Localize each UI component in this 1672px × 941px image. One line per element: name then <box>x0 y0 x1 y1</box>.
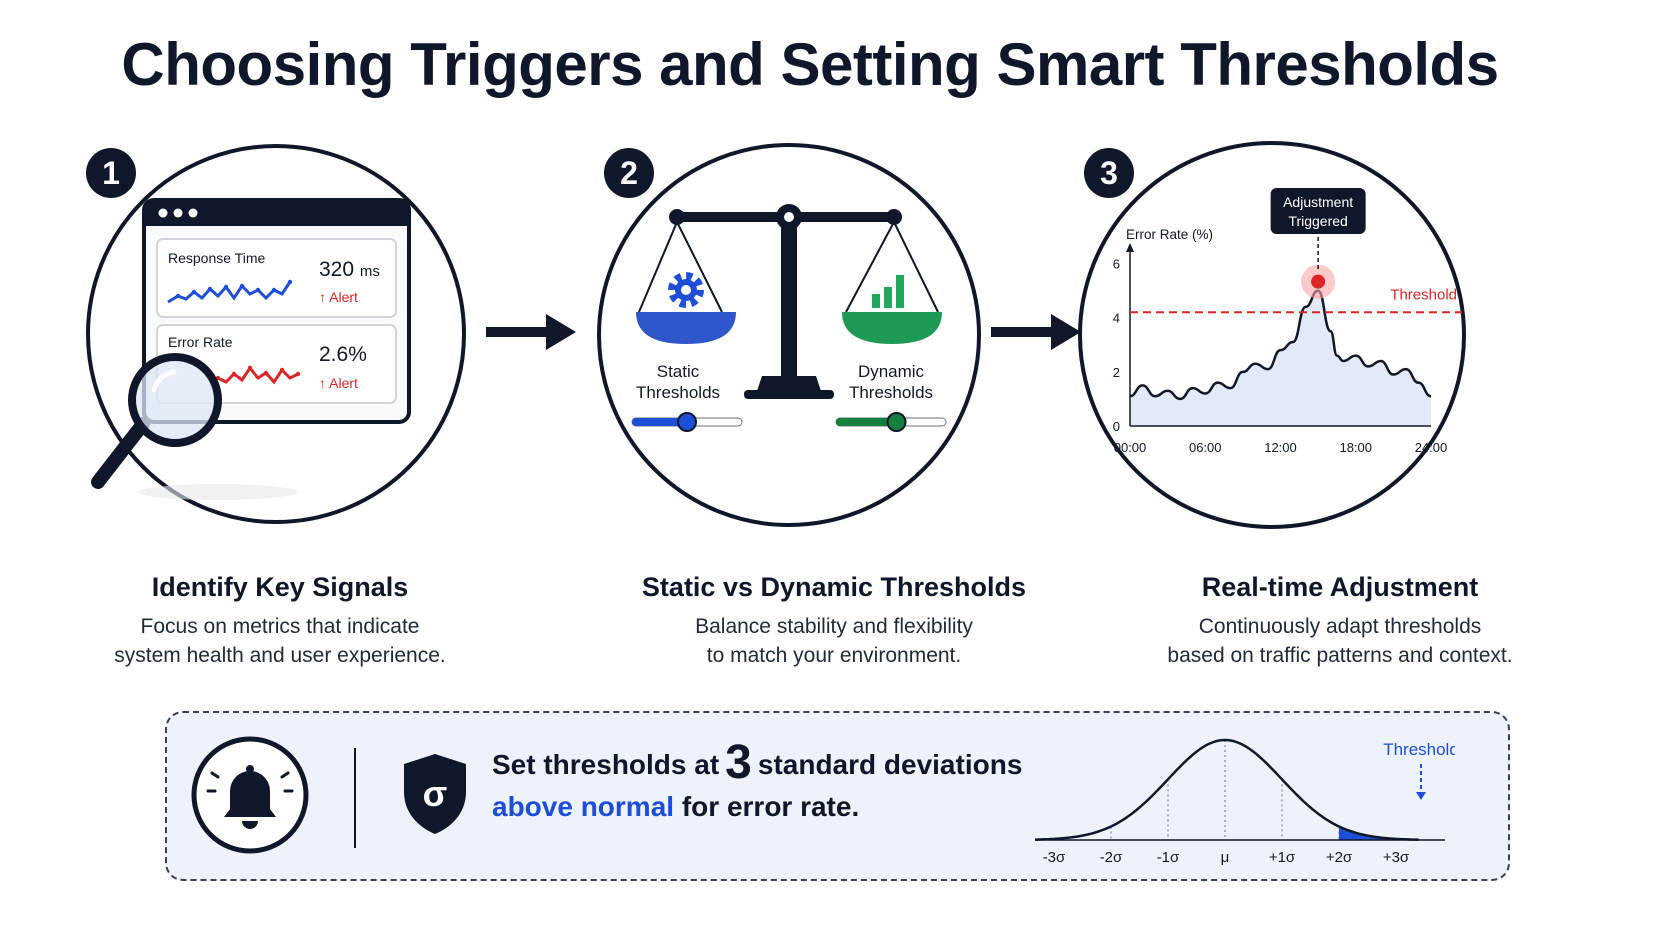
metric1-value: 320 <box>319 258 354 281</box>
sigma-tick-label: -1σ <box>1157 849 1180 866</box>
metric1-label: Response Time <box>168 250 265 266</box>
dynamic-slider <box>835 412 947 432</box>
page-title: Choosing Triggers and Setting Smart Thre… <box>121 31 1499 98</box>
static-slider <box>631 412 743 432</box>
step-1-badge: 1 <box>86 148 136 198</box>
metric2-label: Error Rate <box>168 334 233 350</box>
bell-curve <box>1035 738 1419 841</box>
adjustment-callout <box>1270 188 1366 234</box>
arrow-right-icon <box>991 314 1081 350</box>
magnifier-icon <box>91 353 222 489</box>
x-tick-label: 18:00 <box>1339 440 1372 455</box>
error-rate-area <box>1130 290 1431 426</box>
bell-threshold-label: Threshold <box>1383 740 1455 759</box>
sigma-tick-label: -3σ <box>1043 849 1066 866</box>
sigma-tick-label: +2σ <box>1326 849 1353 866</box>
threshold-label: Threshold <box>1390 286 1457 303</box>
dynamic-label-1: Dynamic <box>858 362 925 381</box>
metric1-unit: ms <box>360 263 380 280</box>
response-time-sparkline <box>167 281 292 304</box>
sigma-glyph: σ <box>423 773 448 814</box>
peak-marker <box>1311 274 1326 289</box>
sigma-tick-label: μ <box>1221 849 1230 866</box>
balance-scale-illustration: Static Thresholds Dynamic Thresholds <box>597 143 981 527</box>
sigma-count: 3 <box>725 736 752 789</box>
sigma-tick-label: -2σ <box>1100 849 1123 866</box>
dynamic-label-2: Thresholds <box>849 383 933 402</box>
arrow-right-icon <box>486 314 576 350</box>
upper-tail-area <box>1339 826 1396 840</box>
normal-distribution-curve: -3σ -2σ -1σ μ +1σ +2σ +3σ Threshold <box>1035 738 1455 866</box>
signals-illustration: Response Time 320 ms ↑ Alert Error Rate … <box>86 144 466 524</box>
step-2-badge: 2 <box>604 148 654 198</box>
sigma-tick-label: +3σ <box>1383 849 1410 866</box>
dashboard-window <box>142 198 411 424</box>
x-tick-label: 06:00 <box>1189 440 1222 455</box>
gear-icon <box>668 272 704 308</box>
callout-line-2: Triggered <box>1288 213 1347 229</box>
metric2-value: 2.6% <box>319 343 367 366</box>
step-2-title: Static vs Dynamic Thresholds <box>641 572 1027 602</box>
static-label-1: Static <box>657 362 700 381</box>
step-1-title: Identify Key Signals <box>151 572 409 602</box>
threshold-rule-box <box>165 711 1510 881</box>
x-tick-label: 24:00 <box>1415 440 1448 455</box>
svg-text:320 ms: 320 ms <box>319 258 380 281</box>
y-tick-label: 4 <box>1113 311 1120 326</box>
divider <box>354 748 356 848</box>
y-axis-label: Error Rate (%) <box>1126 227 1213 242</box>
metric2-alert: ↑ Alert <box>319 375 358 391</box>
bar-chart-icon <box>872 275 904 308</box>
static-label-2: Thresholds <box>636 383 720 402</box>
x-tick-label: 00:00 <box>1114 440 1147 455</box>
y-tick-label: 0 <box>1113 419 1120 434</box>
callout-line-1: Adjustment <box>1283 194 1353 210</box>
x-tick-label: 12:00 <box>1264 440 1297 455</box>
step-3-badge: 3 <box>1084 148 1134 198</box>
error-rate-chart: Threshold Error Rate (%) 0 2 4 6 00:00 06:00… <box>1078 141 1466 529</box>
y-tick-label: 2 <box>1113 365 1120 380</box>
sigma-tick-label: +1σ <box>1269 849 1296 866</box>
y-tick-label: 6 <box>1113 257 1120 272</box>
error-rate-line <box>1129 289 1432 401</box>
bell-icon <box>191 736 309 854</box>
step-3-title: Real-time Adjustment <box>1201 572 1479 602</box>
metric1-alert: ↑ Alert <box>319 289 358 305</box>
highlight-text: above normal <box>492 791 675 822</box>
sigma-shield-icon: σ <box>404 754 466 834</box>
